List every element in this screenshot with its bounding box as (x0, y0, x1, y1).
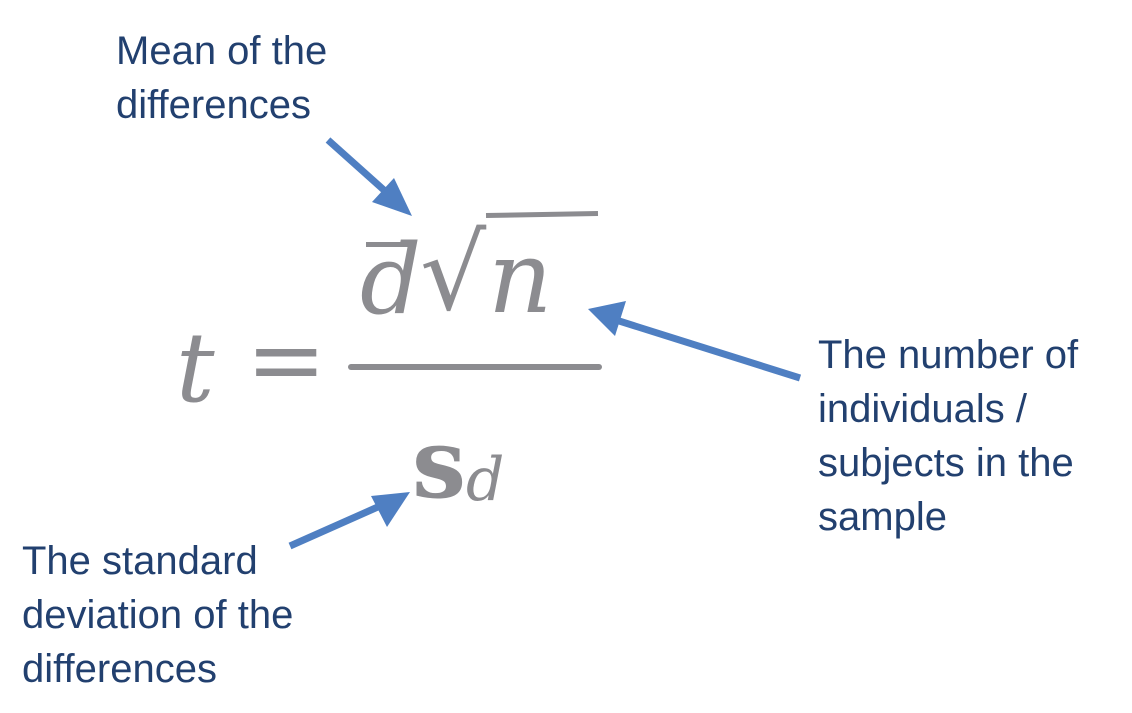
formula-bar-over-d (366, 242, 412, 247)
formula-s: s (412, 407, 467, 520)
arrowhead-to-n (588, 301, 626, 336)
arrow-to-n (614, 316, 802, 382)
formula-fraction-bar (348, 364, 602, 370)
formula-t: t (176, 312, 215, 424)
formula-sqrt-sign: √ (420, 212, 487, 334)
arrow-group (288, 137, 802, 550)
formula-n: n (488, 219, 553, 336)
arrow-to-s-d (288, 502, 382, 550)
arrowhead-to-s-d (371, 492, 410, 527)
formula-subscript-d: d (466, 445, 505, 515)
formula-equals: = (246, 304, 327, 416)
arrowhead-to-d-bar (372, 178, 412, 216)
sample-size-label: The number of individuals / subjects in … (818, 333, 1079, 539)
mean-of-differences-label: Mean of the differences (116, 29, 328, 127)
standard-deviation-label: The standard deviation of the difference… (22, 539, 294, 691)
